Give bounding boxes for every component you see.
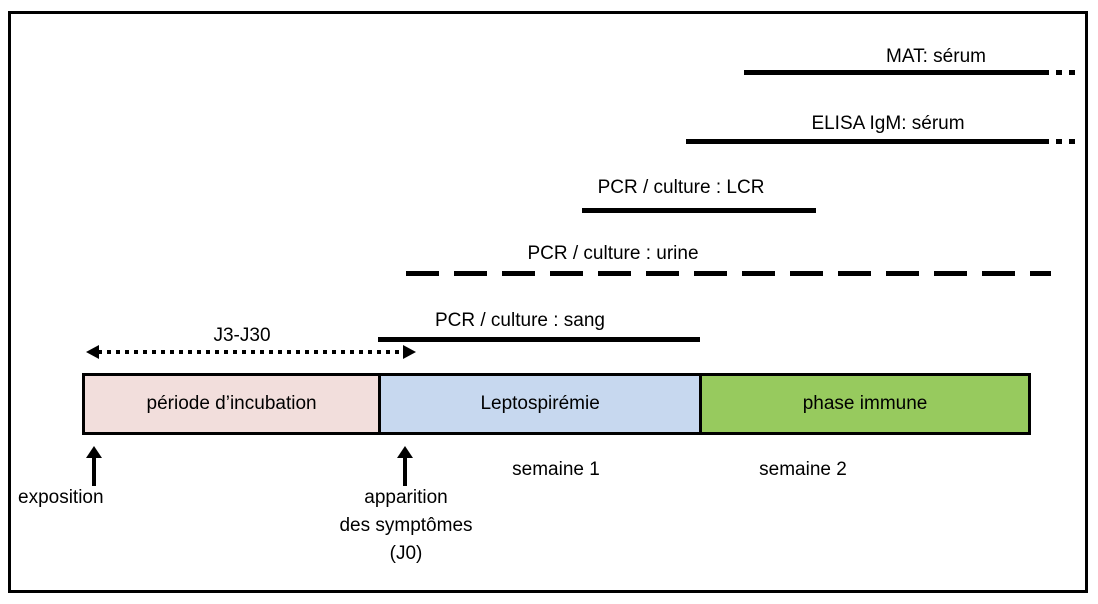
diagram-frame [8,11,1088,593]
phase-bar: période d’incubation Leptospirémie phase… [82,373,1031,435]
test-line-elisa-igm-serum [686,139,1043,144]
test-line-tail-mat-serum [1043,70,1079,75]
phase-phase-immune: phase immune [699,376,1028,432]
marker-label-j0: (J0) [389,543,423,564]
test-line-pcr-culture-lcr [582,208,816,213]
phase-leptospiremie: Leptospirémie [378,376,700,432]
week-label-semaine-1: semaine 1 [512,459,600,480]
arrow-dotted-shaft [98,350,404,354]
marker-arrow-apparition-symptomes [397,446,413,486]
arrow-up-icon [86,446,102,458]
week-label-semaine-2: semaine 2 [759,459,847,480]
incubation-range-label: J3-J30 [213,325,271,346]
arrow-up-icon [397,446,413,458]
test-label-elisa-igm-serum: ELISA IgM: sérum [811,113,965,134]
phase-periode-incubation: période d’incubation [85,376,379,432]
marker-label-exposition: exposition [18,487,104,508]
arrow-shaft [92,455,96,486]
marker-label-des-symptomes: des symptômes [339,515,473,536]
test-line-pcr-culture-urine [406,271,1051,276]
test-line-pcr-culture-sang [378,337,700,342]
test-label-pcr-culture-urine: PCR / culture : urine [527,243,699,264]
marker-label-apparition: apparition [364,487,448,508]
test-line-mat-serum [744,70,1043,75]
test-label-pcr-culture-lcr: PCR / culture : LCR [597,177,765,198]
test-label-mat-serum: MAT: sérum [886,46,986,67]
incubation-range-arrow [86,345,416,359]
arrow-head-left-icon [86,345,99,359]
test-line-tail-elisa-igm-serum [1043,139,1079,144]
arrow-head-right-icon [403,345,416,359]
marker-arrow-exposition [86,446,102,486]
test-label-pcr-culture-sang: PCR / culture : sang [434,310,606,331]
arrow-shaft [403,455,407,486]
